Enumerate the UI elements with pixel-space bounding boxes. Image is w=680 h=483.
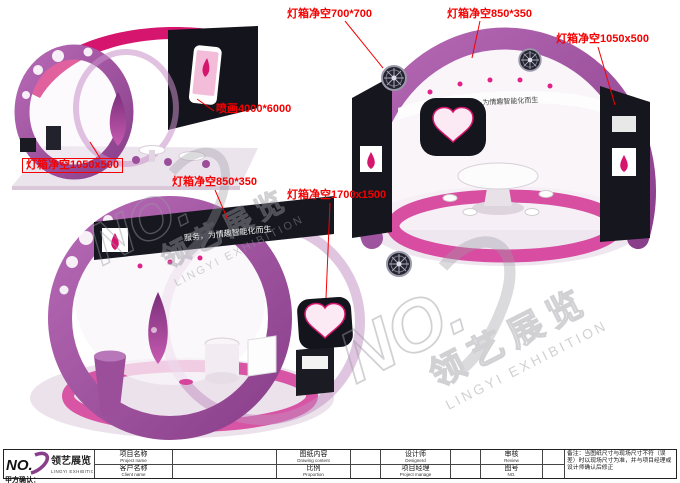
logo-brand-text: 领艺展览 xyxy=(51,454,91,467)
table xyxy=(178,151,206,161)
purple-cup xyxy=(94,356,126,416)
kiosk xyxy=(46,126,61,150)
field-designer-value xyxy=(450,450,480,464)
logo-no-text: NO. xyxy=(6,457,33,474)
field-drawing-no-value xyxy=(542,464,564,478)
field-proportion-value xyxy=(350,464,380,478)
logo-swoosh xyxy=(30,451,50,475)
field-project-name-value xyxy=(172,450,276,464)
field-drawing-content-label: 图纸内容 Drawing content xyxy=(276,450,350,464)
field-drawing-content-value xyxy=(350,450,380,464)
teardrop-sculpture xyxy=(109,92,127,146)
field-proportion-label: 比例 Proportion xyxy=(276,464,350,478)
field-drawing-no-label: 图号 NO. xyxy=(480,464,542,478)
fan-medallion xyxy=(386,251,412,277)
field-project-manager-value xyxy=(450,464,480,478)
annotation-lightbox-1050x500-right: 灯箱净空1050x500 xyxy=(556,33,649,45)
annotation-lightbox-850x350-mid: 灯箱净空850*350 xyxy=(172,176,257,188)
annotation-lightbox-1050x500-left: 灯箱净空1050x500 xyxy=(22,158,123,173)
round-table xyxy=(457,162,539,190)
field-client-name-value xyxy=(172,464,276,478)
company-logo: NO. 领艺展览 LINGYI EXHIBITION xyxy=(4,450,94,478)
counter xyxy=(205,344,239,378)
field-client-name-label: 客户名称 Client name xyxy=(94,464,172,478)
field-project-name-label: 项目名称 Project name xyxy=(94,450,172,464)
heart-shape xyxy=(432,106,474,144)
counter xyxy=(247,335,277,377)
booth-render-bottom-left: 服务，为情趣智能化而生 xyxy=(30,196,365,440)
kiosk xyxy=(296,346,334,396)
annotation-lightbox-1700x1500: 灯箱净空1700x1500 xyxy=(287,189,387,201)
watermark-swoosh xyxy=(438,236,516,374)
fan-medallion xyxy=(381,65,407,91)
logo-sub-text: LINGYI EXHIBITION xyxy=(51,469,93,474)
heart-shape xyxy=(304,302,346,340)
field-project-manager-label: 项目经理 Project manage xyxy=(380,464,450,478)
arch-ring xyxy=(48,196,292,440)
phone-graphic xyxy=(188,45,222,105)
annotation-leader-lines xyxy=(89,20,616,299)
annotation-inkjet-4000x6000: 喷画4000*6000 xyxy=(216,103,292,115)
header-band xyxy=(94,196,334,260)
watermark-swoosh xyxy=(168,147,230,258)
field-review-value xyxy=(542,450,564,464)
booth-render-top-right: 服务，为情趣智能化而生 xyxy=(352,27,656,277)
teardrop-sculpture xyxy=(148,292,168,364)
remarks-note: 备注：当图纸尺寸与现场尺寸不符（误差）时以现场尺寸为准，并与项目经理或设计师确认… xyxy=(564,450,676,478)
title-block: NO. 领艺展览 LINGYI EXHIBITION 项目名称 Project … xyxy=(3,449,677,479)
field-designer-label: 设计师 Designerd xyxy=(380,450,450,464)
annotation-lightbox-700x700: 灯箱净空700*700 xyxy=(287,8,372,20)
field-review-label: 审核 Review xyxy=(480,450,542,464)
annotation-lightbox-850x350-top: 灯箱净空850*350 xyxy=(447,8,532,20)
booth-renders-canvas: 服务，为情趣智能化而生 xyxy=(12,20,656,440)
party-a-confirmation-label: 甲方确认： xyxy=(5,477,40,483)
fan-medallion xyxy=(518,48,542,72)
